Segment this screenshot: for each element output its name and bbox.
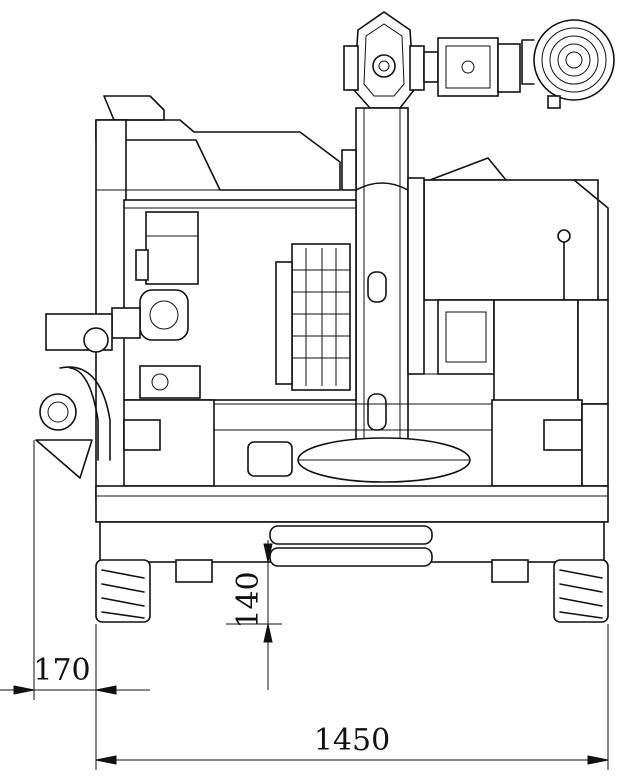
mast-column xyxy=(341,107,409,445)
left-track xyxy=(95,559,151,623)
left-cable-reel xyxy=(35,313,113,479)
mast-head xyxy=(343,11,425,109)
dimension-track-offset xyxy=(0,440,150,700)
dimension-ground-clearance xyxy=(226,540,282,690)
right-housing xyxy=(407,157,609,405)
dimension-label-track-offset: 170 xyxy=(33,653,90,688)
valve-bank xyxy=(275,243,351,391)
dimension-overall-width xyxy=(95,624,609,770)
chassis xyxy=(95,399,609,583)
dimension-label-ground-clearance: 140 xyxy=(231,571,266,628)
right-track xyxy=(553,559,609,623)
water-cannon xyxy=(423,19,615,109)
dimension-label-overall-width: 1450 xyxy=(314,723,390,758)
